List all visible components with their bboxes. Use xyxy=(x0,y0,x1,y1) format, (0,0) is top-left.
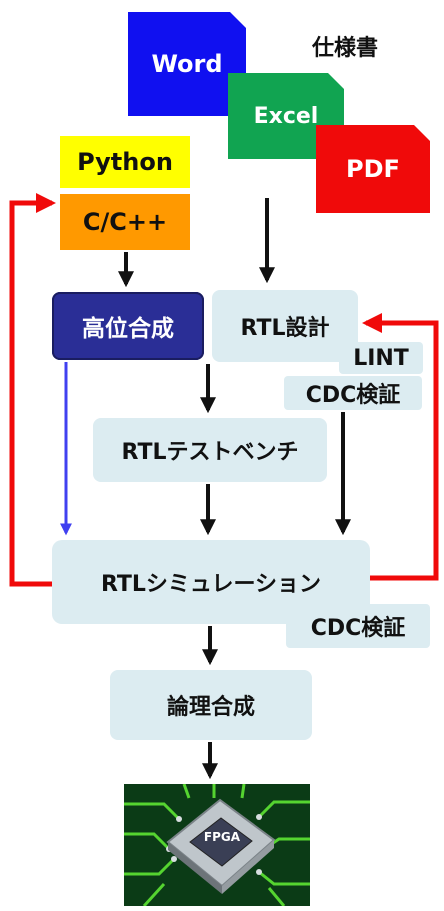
word-document: Word xyxy=(128,12,246,116)
pdf-document: PDF xyxy=(316,125,430,213)
cpp-box: C/C++ xyxy=(60,194,190,250)
python-box: Python xyxy=(60,136,190,188)
feedback-arrow-to-rtl xyxy=(362,313,439,581)
feedback-arrow-to-cpp xyxy=(9,193,56,587)
rtl-testbench-box: RTLテストベンチ xyxy=(93,418,327,482)
fpga-circuit-graphic xyxy=(124,784,310,906)
lint-tag: LINT xyxy=(339,342,423,374)
fpga-chip-image: FPGA xyxy=(124,784,310,906)
high-level-synthesis-box: 高位合成 xyxy=(52,292,204,360)
fpga-label: FPGA xyxy=(203,830,241,844)
cdc-verify-tag-2: CDC検証 xyxy=(286,604,430,648)
rtl-simulation-box: RTLシミュレーション xyxy=(52,540,370,624)
rtl-design-box: RTL設計 xyxy=(212,290,358,362)
logic-synthesis-box: 論理合成 xyxy=(110,670,312,740)
cdc-verify-tag-1: CDC検証 xyxy=(284,376,422,410)
spec-title: 仕様書 xyxy=(312,36,379,61)
